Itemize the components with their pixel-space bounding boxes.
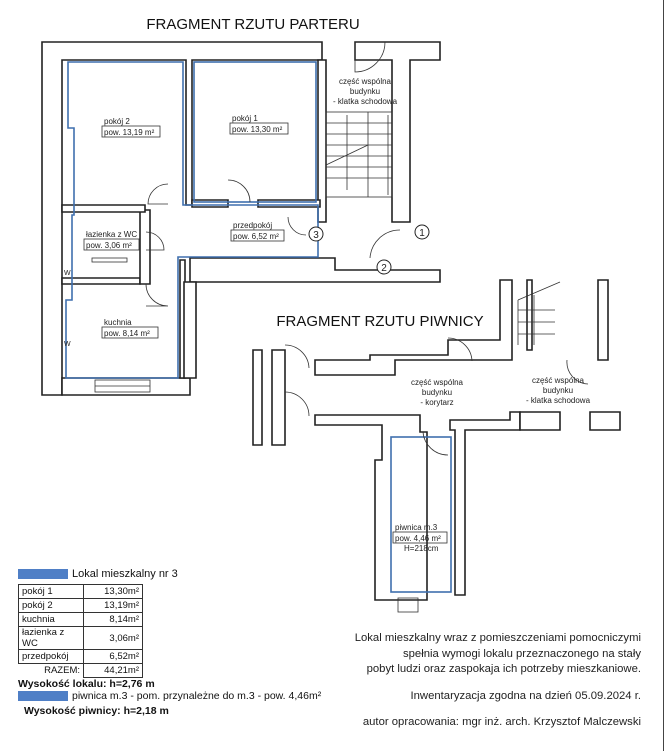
author: autor opracowania: mgr inż. arch. Krzysz… (362, 716, 641, 728)
marker-1: 1 (419, 228, 425, 239)
svg-text:pow. 13,19 m²: pow. 13,19 m² (104, 128, 155, 137)
svg-text:pokój 1: pokój 1 (232, 114, 258, 123)
svg-text:pow. 13,30 m²: pow. 13,30 m² (232, 125, 283, 134)
cellar-legend-label: piwnica m.3 - pom. przynależne do m.3 - … (72, 690, 322, 702)
basement-door-swings (284, 337, 589, 456)
page-border (663, 0, 664, 751)
note-line: Lokal mieszkalny wraz z pomieszczeniami … (354, 632, 641, 644)
vent-label: W (64, 341, 71, 348)
basement-staircase-label: część wspólna budynku - klatka schodowa (526, 376, 591, 405)
ground-floor-walls (41, 41, 441, 396)
svg-text:budynku: budynku (543, 386, 573, 395)
svg-text:pow. 4,46 m²: pow. 4,46 m² (395, 534, 441, 543)
cellar-window (397, 597, 419, 613)
marker-2: 2 (381, 263, 387, 274)
ground-floor-title: FRAGMENT RZUTU PARTERU (146, 16, 359, 33)
vent-label: W (64, 270, 71, 277)
notes: Lokal mieszkalny wraz z pomieszczeniami … (355, 631, 641, 731)
basement-title: FRAGMENT RZUTU PIWNICY (276, 313, 483, 330)
svg-text:pow. 8,14 m²: pow. 8,14 m² (104, 329, 150, 338)
room-label-pokoj-1: pokój 1 pow. 13,30 m² (229, 114, 289, 135)
svg-text:- klatka schodowa: - klatka schodowa (333, 97, 398, 106)
room-label-przedpokoj: przedpokój pow. 6,52 m² (230, 221, 285, 242)
unit-height: Wysokość lokalu: h=2,76 m (18, 678, 155, 690)
room-label-pokoj-2: pokój 2 pow. 13,19 m² (101, 117, 161, 138)
svg-text:budynku: budynku (422, 388, 452, 397)
svg-text:pokój 2: pokój 2 (104, 117, 130, 126)
legend-unit-label: Lokal mieszkalny nr 3 (72, 568, 178, 580)
cellar-color-swatch (18, 691, 68, 702)
ground-floor-staircase (325, 111, 393, 198)
cellar-height: Wysokość piwnicy: h=2,18 m (24, 705, 169, 717)
cellar-outline (390, 436, 452, 593)
svg-text:kuchnia: kuchnia (104, 318, 132, 327)
svg-text:- klatka schodowa: - klatka schodowa (526, 396, 591, 405)
svg-text:budynku: budynku (350, 87, 380, 96)
total-row: RAZEM:44,21m² (19, 663, 143, 678)
marker-3: 3 (313, 230, 319, 241)
svg-text:piwnica m.3: piwnica m.3 (395, 523, 438, 532)
svg-text:pow. 6,52 m²: pow. 6,52 m² (233, 232, 279, 241)
room-label-kuchnia: kuchnia pow. 8,14 m² (101, 318, 159, 339)
basement-staircase (517, 281, 561, 345)
staircase-label: część wspólna budynku - klatka schodowa (333, 77, 398, 106)
unit-outline (65, 61, 319, 379)
room-label-lazienka: łazienka z WC pow. 3,06 m² (83, 230, 140, 251)
cellar-label: piwnica m.3 pow. 4,46 m² H=218cm (392, 523, 448, 553)
corridor-label: część wspólna budynku - korytarz (411, 378, 464, 407)
unit-color-swatch (18, 569, 68, 580)
basement-walls (252, 279, 621, 601)
note-line: pobyt ludzi oraz zaspokaja ich potrzeby … (366, 663, 641, 675)
door-swings (145, 41, 401, 307)
inventory-date: Inwentaryzacja zgodna na dzień 05.09.202… (410, 689, 642, 702)
svg-text:część wspólna: część wspólna (411, 378, 464, 387)
svg-text:H=218cm: H=218cm (404, 544, 439, 553)
svg-text:przedpokój: przedpokój (233, 221, 272, 230)
svg-text:część wspólna: część wspólna (339, 77, 392, 86)
svg-text:- korytarz: - korytarz (420, 398, 453, 407)
room-outline-pokoj-1 (193, 61, 317, 203)
ground-floor-windows (91, 257, 151, 393)
svg-text:pow. 3,06 m²: pow. 3,06 m² (86, 241, 132, 250)
svg-text:część wspólna: część wspólna (532, 376, 585, 385)
note-line: spełnia wymogi lokalu przeznaczonego na … (403, 647, 641, 660)
door-markers: 3 1 2 (308, 224, 430, 275)
svg-text:łazienka z WC: łazienka z WC (86, 230, 137, 239)
